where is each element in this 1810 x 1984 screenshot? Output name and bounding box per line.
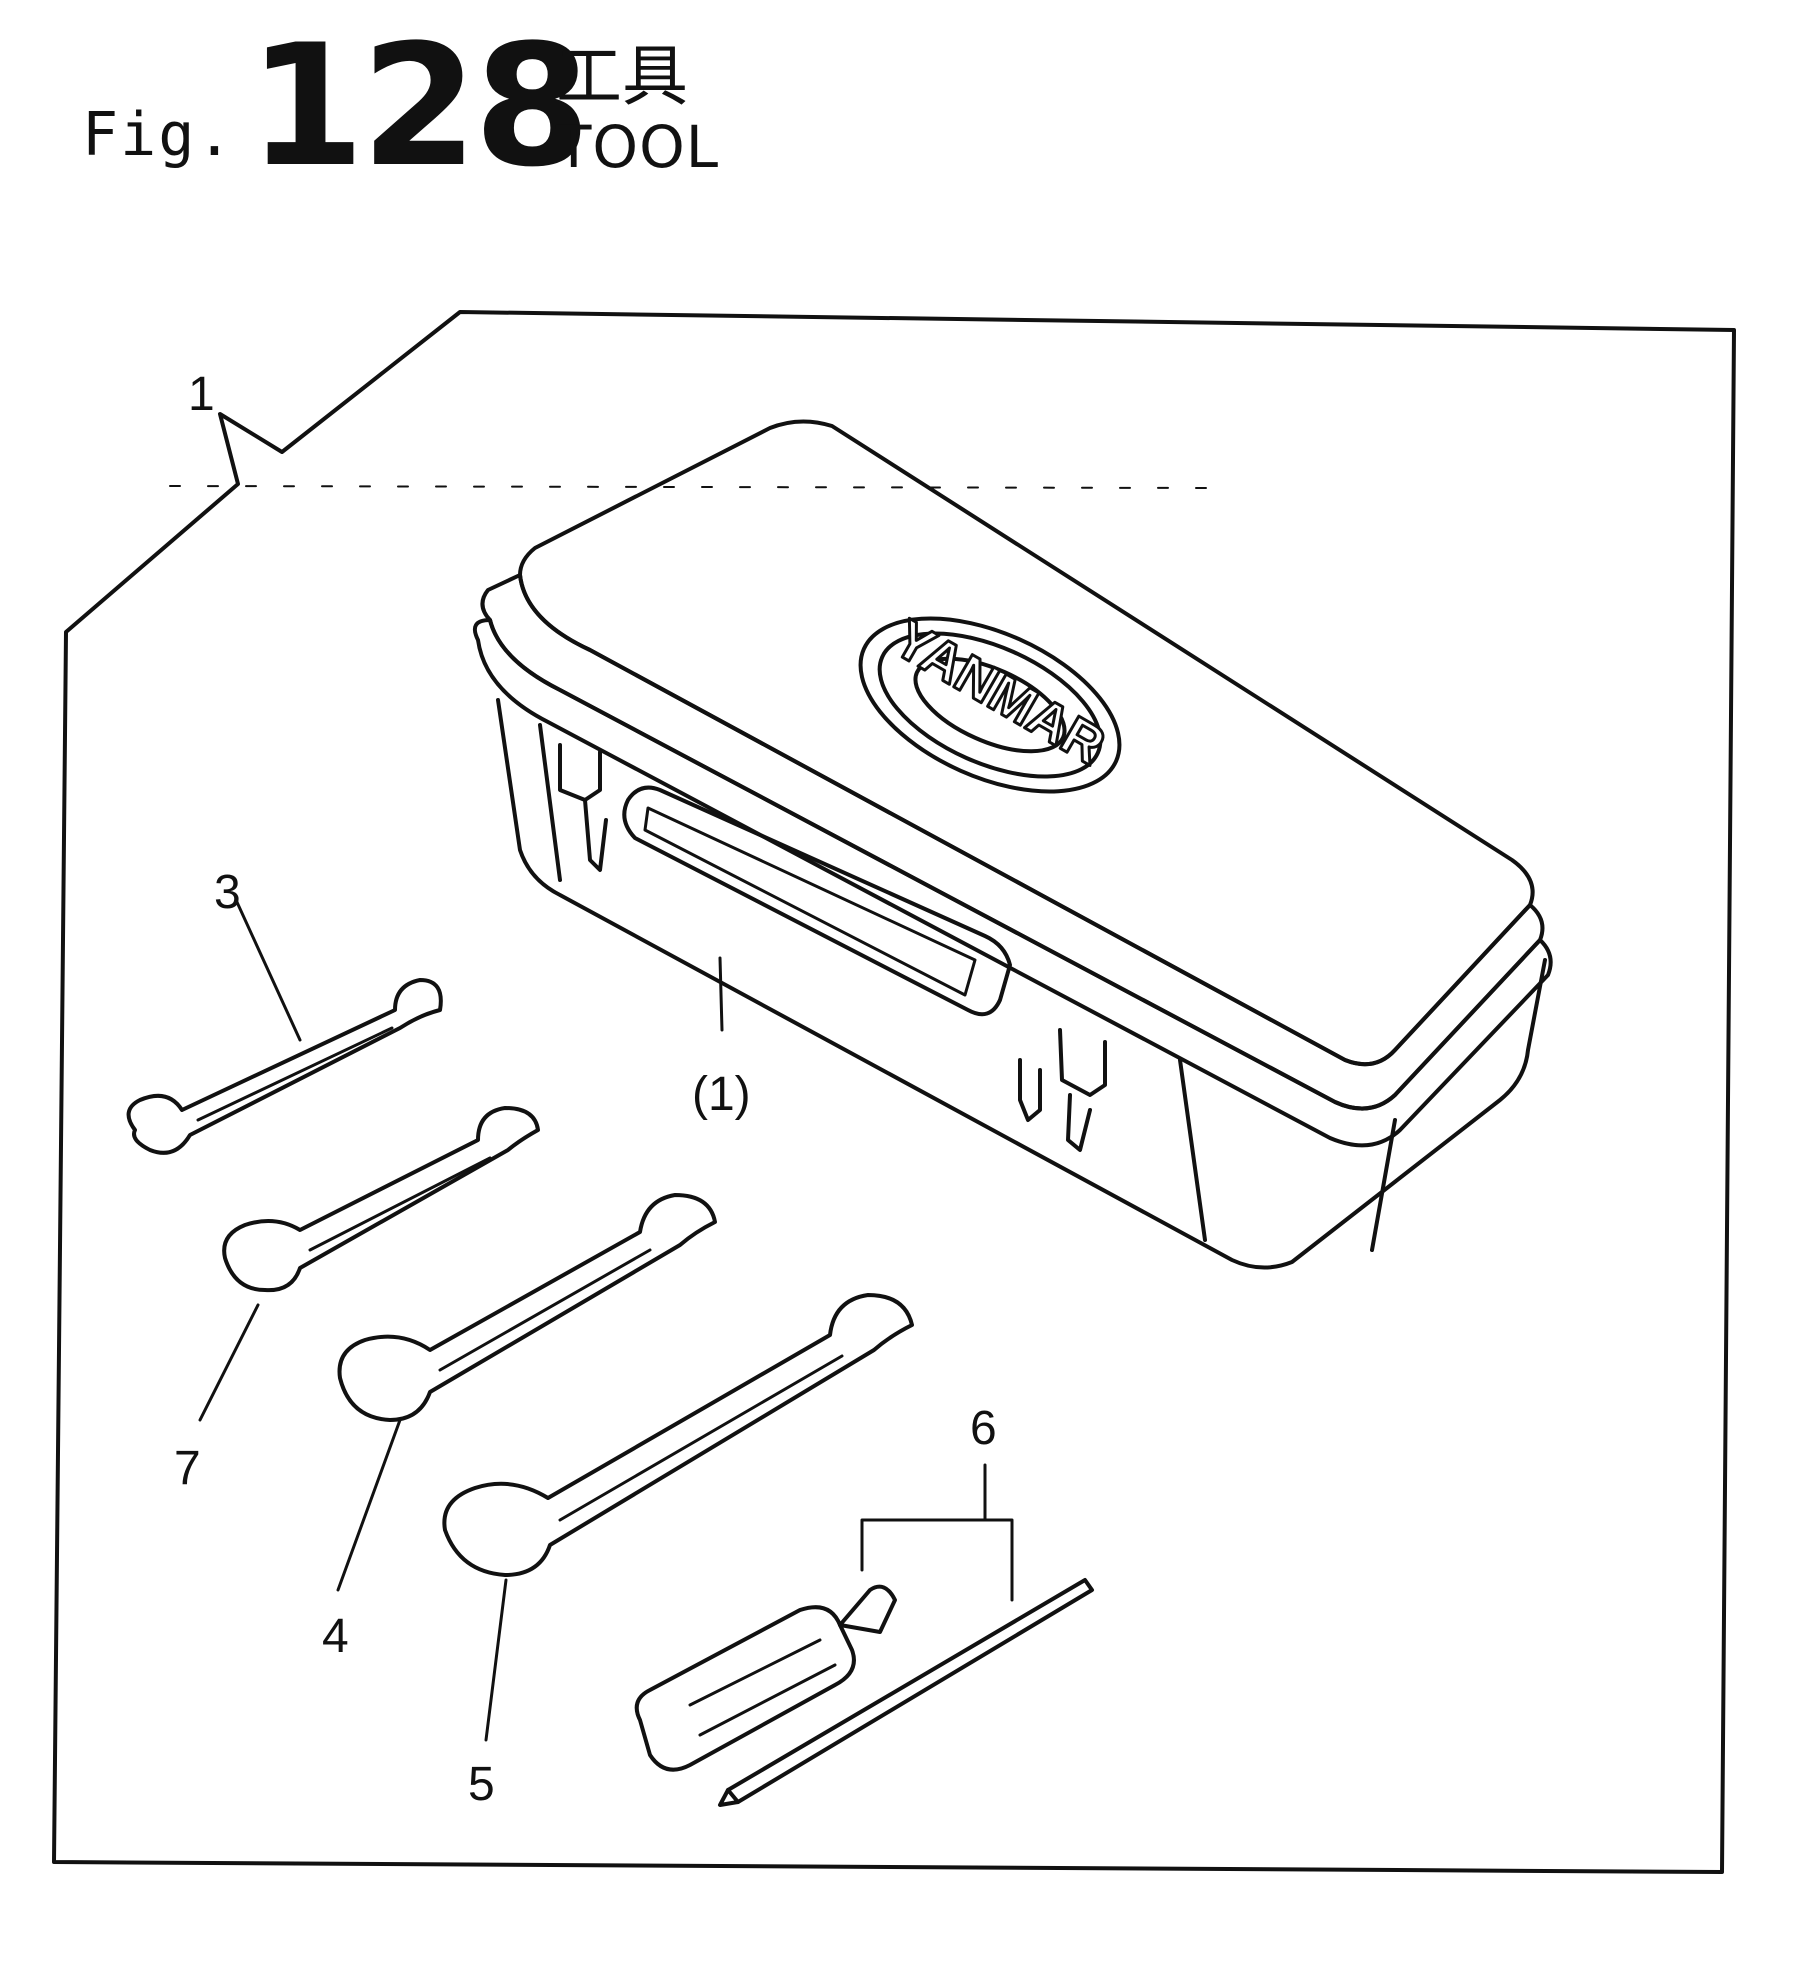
guide-line	[169, 485, 1211, 489]
wrench-5	[442, 1293, 914, 1577]
screwdriver-shaft	[718, 1578, 1094, 1807]
callout-4: 4	[322, 1610, 349, 1663]
figure-title-english: TOOL	[556, 113, 720, 181]
callout-1: 1	[188, 368, 215, 421]
screwdriver-handle	[634, 1584, 897, 1772]
tool-box	[473, 419, 1553, 1270]
diagram-frame	[52, 310, 1736, 1874]
figure-title-japanese: 工具	[556, 38, 688, 115]
yanmar-logo	[858, 616, 1122, 794]
callout-5: 5	[468, 1758, 495, 1811]
figure-header: Fig. 128 工具 TOOL	[0, 0, 1810, 200]
callout-6: 6	[970, 1402, 997, 1455]
leader-lines	[198, 898, 1014, 1742]
callout-3: 3	[214, 866, 241, 919]
figure-prefix: Fig.	[82, 100, 235, 170]
callout-1-box: (1)	[692, 1068, 751, 1121]
wrench-7	[222, 1106, 540, 1293]
wrench-3	[126, 978, 443, 1155]
wrench-4	[337, 1193, 717, 1422]
callout-7: 7	[174, 1442, 201, 1495]
figure-number: 128	[248, 8, 591, 204]
